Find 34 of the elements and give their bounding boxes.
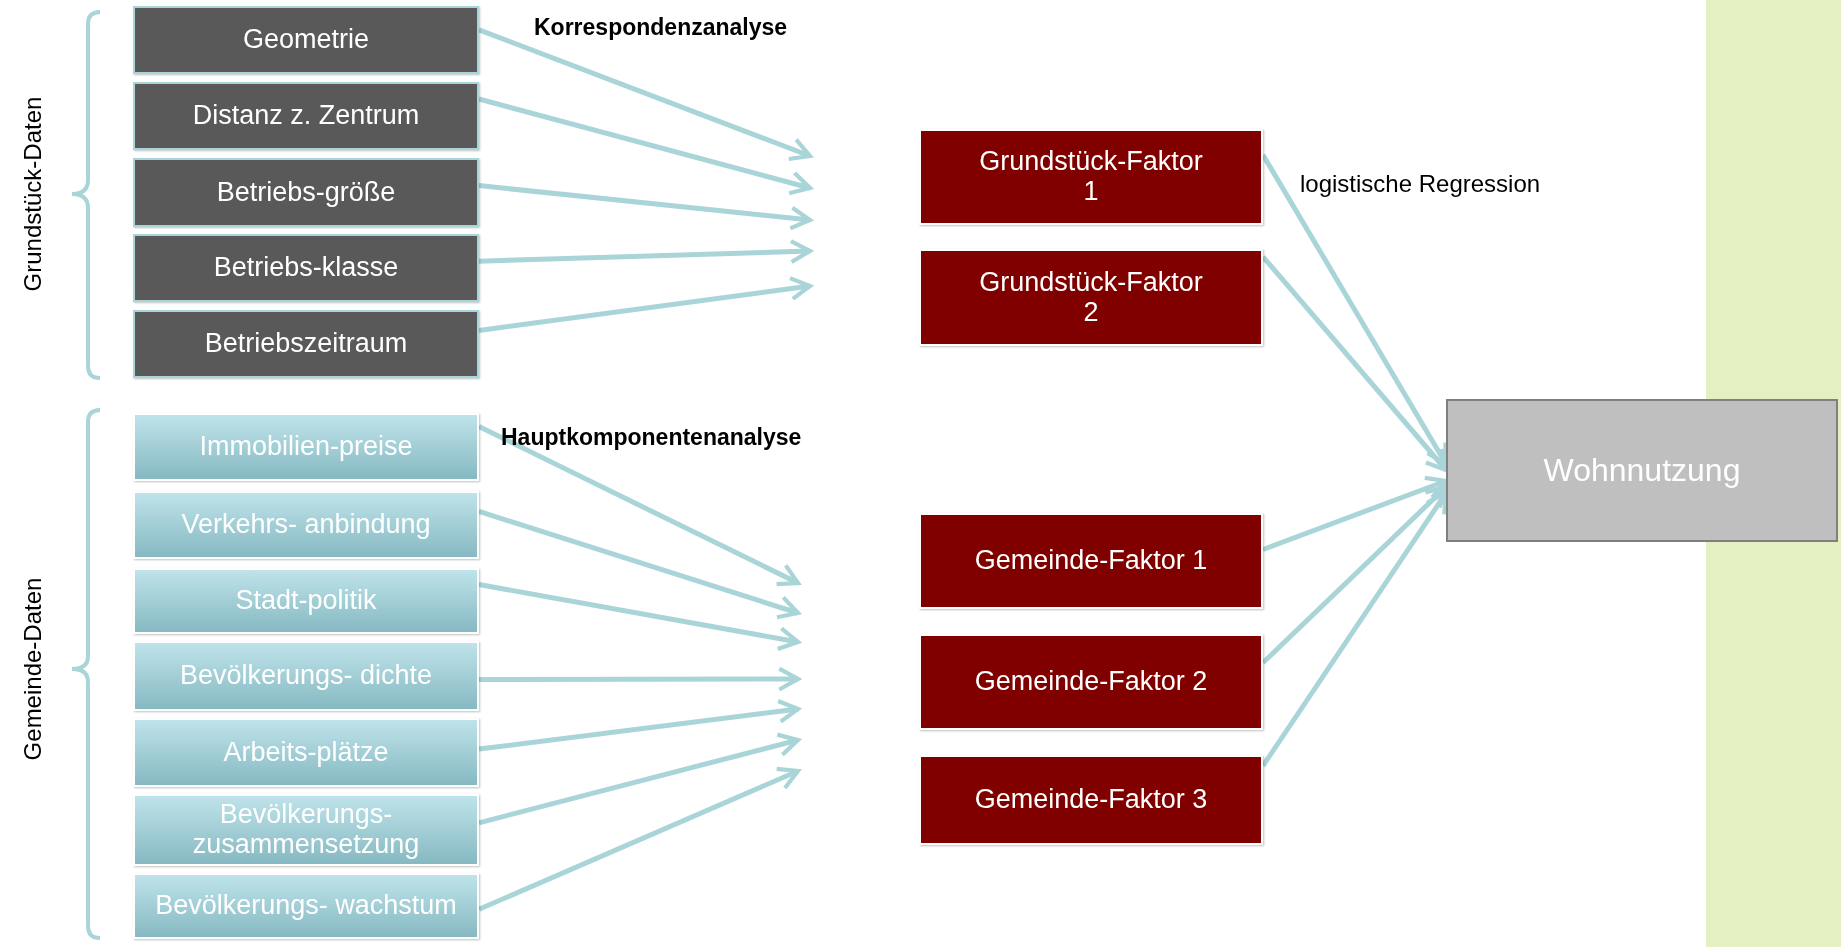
method-label: Hauptkomponentenanalyse	[501, 424, 802, 451]
data-box: Geometrie	[133, 6, 479, 74]
arrow	[478, 276, 813, 333]
data-box: Betriebs-größe	[133, 158, 479, 227]
result-box: Wohnnutzung	[1446, 399, 1838, 542]
data-box: Betriebszeitraum	[133, 310, 479, 378]
arrow	[478, 239, 813, 265]
data-box: Bevölkerungs- wachstum	[133, 873, 479, 939]
data-box: Bevölkerungs- dichte	[133, 641, 479, 711]
arrow	[478, 766, 801, 912]
arrow	[478, 27, 813, 162]
factor-box: Gemeinde-Faktor 1	[919, 513, 1263, 609]
arrow	[478, 183, 813, 231]
group-label: Gemeinde-Daten	[19, 577, 47, 761]
data-box: Distanz z. Zentrum	[133, 82, 479, 150]
data-box: Bevölkerungs- zusammensetzung	[133, 794, 479, 866]
data-box: Immobilien-preise	[133, 413, 479, 481]
arrow	[478, 732, 801, 826]
arrow	[478, 509, 801, 620]
arrow	[478, 698, 801, 752]
data-box: Verkehrs- anbindung	[133, 491, 479, 559]
arrow	[478, 582, 801, 651]
factor-box: Gemeinde-Faktor 2	[919, 634, 1263, 730]
arrow	[479, 666, 801, 692]
factor-box: Grundstück-Faktor 2	[919, 249, 1263, 346]
factor-box: Gemeinde-Faktor 3	[919, 755, 1263, 845]
method-label: logistische Regression	[1300, 170, 1541, 198]
factor-box: Grundstück-Faktor 1	[919, 129, 1263, 225]
data-box: Betriebs-klasse	[133, 234, 479, 302]
group-label: Grundstück-Daten	[19, 96, 47, 292]
arrow	[478, 96, 813, 196]
data-box: Stadt-politik	[133, 568, 479, 634]
data-box: Arbeits-plätze	[133, 718, 479, 787]
method-label: Korrespondenzanalyse	[534, 14, 788, 41]
